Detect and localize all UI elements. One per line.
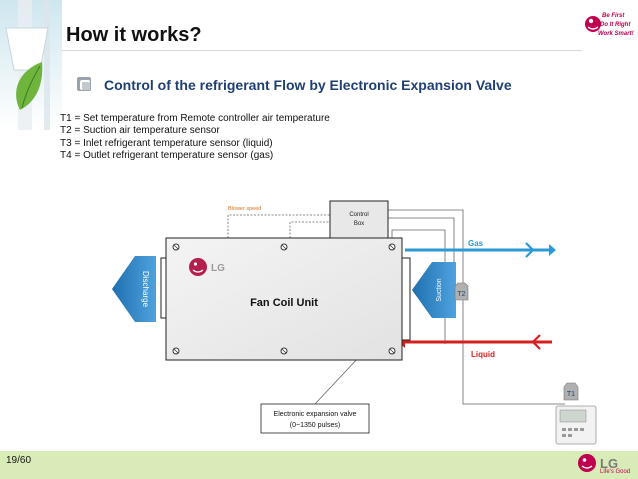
control-box-label-2: Box bbox=[354, 221, 364, 227]
control-box bbox=[329, 200, 389, 239]
slogan-line-3: Work Smart! bbox=[598, 31, 634, 37]
blower-speed-label: Blower speed bbox=[228, 206, 261, 212]
control-box-label-1: Control bbox=[349, 212, 368, 218]
legend-line-t2: T2 = Suction air temperature sensor bbox=[60, 125, 220, 137]
gas-label: Gas bbox=[468, 239, 484, 248]
leaf-decoration-image bbox=[0, 0, 62, 130]
liquid-label: Liquid bbox=[471, 350, 495, 359]
fan-coil-unit-body bbox=[165, 237, 403, 361]
t1-sensor-badge bbox=[563, 382, 579, 401]
lg-tagline: Life's Good bbox=[600, 469, 631, 475]
t2-label: T2 bbox=[457, 291, 465, 298]
fan-coil-diagram: Gas Liquid Fan Coil Unit LG Control Box … bbox=[112, 200, 597, 445]
title-divider bbox=[62, 50, 582, 51]
sensor-legend: T1 = Set temperature from Remote control… bbox=[60, 113, 330, 163]
page-number: 19/60 bbox=[6, 455, 32, 466]
legend-line-t3: T3 = Inlet refrigerant temperature senso… bbox=[60, 137, 273, 149]
eev-callout-box bbox=[260, 403, 370, 434]
lg-unit-logo: LG bbox=[189, 258, 225, 276]
slogan-line-1: Be First bbox=[602, 13, 625, 19]
eev-label-2: (0~1350 pulses) bbox=[290, 422, 340, 429]
footer-bar bbox=[0, 451, 638, 479]
remote-controller-icon bbox=[555, 405, 597, 445]
slide-title: How it works? bbox=[66, 24, 202, 46]
signal-wiring bbox=[227, 209, 565, 405]
suction-arrow-icon bbox=[412, 262, 456, 318]
suction-label: Suction bbox=[436, 278, 443, 301]
slogan-badge: Be First Do It Right Work Smart! bbox=[585, 13, 634, 37]
gas-arrow-icon bbox=[549, 244, 556, 256]
legend-line-t4: T4 = Outlet refrigerant temperature sens… bbox=[60, 150, 274, 162]
legend-line-t1: T1 = Set temperature from Remote control… bbox=[60, 113, 330, 124]
fan-coil-unit-label: Fan Coil Unit bbox=[250, 297, 318, 309]
discharge-label: Discharge bbox=[141, 271, 150, 308]
lg-brand-text: LG bbox=[600, 456, 618, 471]
eev-label-1: Electronic expansion valve bbox=[274, 411, 357, 418]
lg-brand-logo: LG bbox=[578, 454, 618, 472]
discharge-arrow-icon bbox=[112, 256, 156, 322]
slogan-line-2: Do It Right bbox=[600, 22, 631, 28]
t2-sensor-badge bbox=[454, 282, 469, 301]
slide-subtitle: Control of the refrigerant Flow by Elect… bbox=[104, 77, 512, 93]
lg-unit-logo-text: LG bbox=[211, 263, 225, 274]
square-bullet-icon bbox=[77, 77, 91, 91]
t1-label: T1 bbox=[567, 391, 575, 398]
